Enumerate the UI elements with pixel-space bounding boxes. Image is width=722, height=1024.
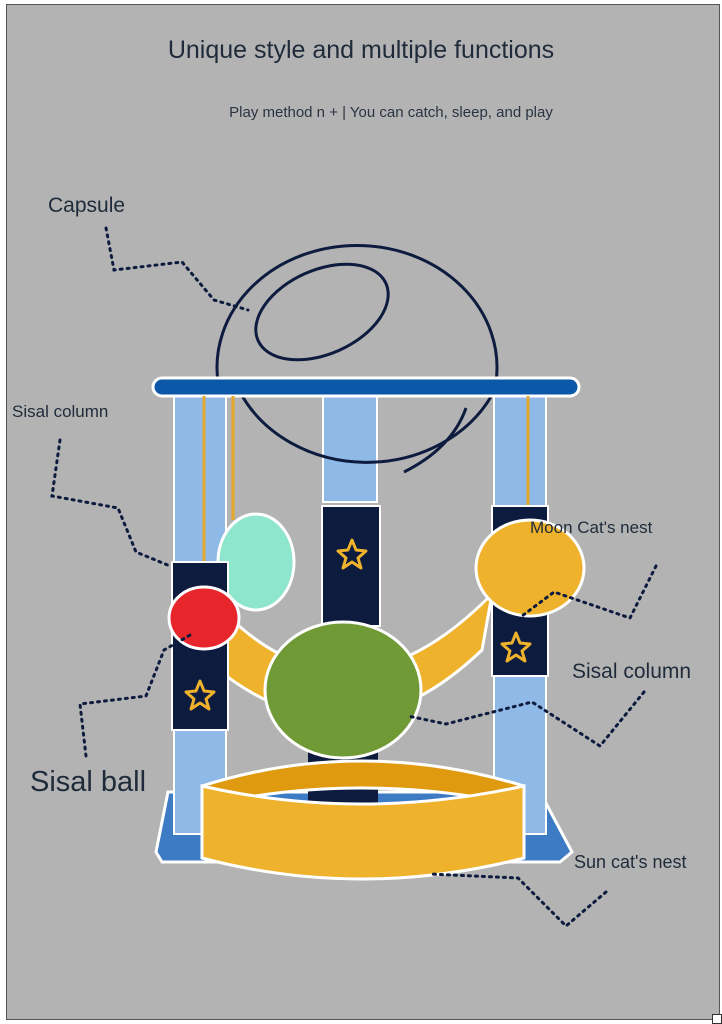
sun-cat-nest bbox=[200, 759, 526, 881]
star-icon bbox=[184, 679, 216, 711]
leader-moon-nest bbox=[520, 564, 658, 620]
star-icon bbox=[336, 538, 368, 570]
top-bar bbox=[151, 376, 581, 398]
label-sisal-column-left: Sisal column bbox=[12, 402, 109, 421]
label-moon-nest: Moon Cat's nest bbox=[530, 518, 653, 537]
post-middle bbox=[322, 391, 378, 503]
leader-capsule bbox=[104, 226, 250, 312]
page-subtitle: Play method n + | You can catch, sleep, … bbox=[229, 104, 553, 121]
label-sisal-column-right: Sisal column bbox=[572, 660, 692, 683]
star-icon bbox=[500, 631, 532, 663]
label-capsule: Capsule bbox=[48, 194, 126, 217]
capsule bbox=[215, 244, 499, 474]
label-sisal-ball: Sisal ball bbox=[30, 766, 147, 798]
red-sisal-ball bbox=[167, 585, 241, 651]
sisal-column-middle-wrap bbox=[321, 505, 381, 627]
green-sisal-ball bbox=[263, 620, 423, 760]
leader-sisal-ball bbox=[78, 632, 194, 758]
leader-sisal-column-right bbox=[406, 690, 646, 748]
leader-sisal-column-left bbox=[50, 438, 172, 568]
leader-sun-nest bbox=[428, 872, 608, 929]
label-sun-nest: Sun cat's nest bbox=[574, 852, 687, 872]
resize-handle[interactable] bbox=[712, 1014, 722, 1024]
page-title: Unique style and multiple functions bbox=[167, 36, 555, 64]
